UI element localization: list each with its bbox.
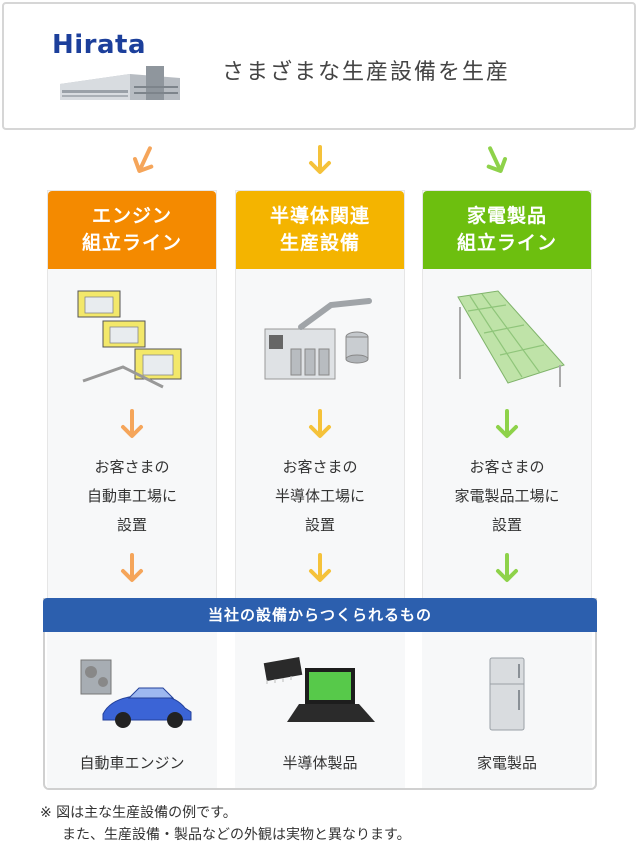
laptop-chip-icon bbox=[263, 657, 375, 722]
column-appliance-line: 家電製品 組立ライン お客さまの 家電製品工場に 設置 bbox=[422, 190, 592, 610]
arrow-down-icon bbox=[309, 553, 331, 582]
column-heading: エンジン 組立ライン bbox=[48, 191, 216, 269]
description-line: お客さまの bbox=[469, 458, 545, 476]
products-heading: 当社の設備からつくられるもの bbox=[43, 598, 597, 632]
factory-building-icon bbox=[60, 66, 180, 100]
product-label: 半導体製品 bbox=[282, 754, 358, 772]
description-line: 半導体工場に bbox=[274, 487, 365, 505]
product-appliance: 家電製品 bbox=[422, 632, 592, 788]
header-title: さまざまな生産設備を生産 bbox=[222, 60, 511, 85]
heading-line: 家電製品 bbox=[466, 205, 547, 227]
column-description: お客さまの 自動車工場に 設置 bbox=[48, 453, 216, 540]
footnote-line: また、生産設備・製品などの外観は実物と異なります。 bbox=[62, 827, 411, 843]
product-label: 家電製品 bbox=[476, 754, 537, 772]
heading-line: 半導体関連 bbox=[269, 205, 370, 227]
company-logo: Hirata bbox=[52, 30, 147, 60]
description-line: 家電製品工場に bbox=[454, 487, 560, 505]
heading-line: 組立ライン bbox=[81, 232, 182, 254]
product-automobile-engine: 自動車エンジン bbox=[47, 632, 217, 788]
arrow-down-icon bbox=[309, 145, 331, 174]
description-line: 設置 bbox=[116, 516, 147, 534]
refrigerator-icon bbox=[489, 657, 525, 731]
arrow-down-icon bbox=[496, 553, 518, 582]
description-line: お客さまの bbox=[282, 458, 358, 476]
description-line: 設置 bbox=[304, 516, 335, 534]
column-description: お客さまの 家電製品工場に 設置 bbox=[423, 453, 591, 540]
heading-line: 組立ライン bbox=[456, 232, 557, 254]
arrow-down-icon bbox=[132, 146, 154, 173]
column-heading: 家電製品 組立ライン bbox=[423, 191, 591, 269]
column-heading: 半導体関連 生産設備 bbox=[236, 191, 404, 269]
footnote: ※ 図は主な生産設備の例です。 また、生産設備・製品などの外観は実物と異なります… bbox=[40, 802, 411, 846]
car-engine-icon bbox=[80, 659, 192, 728]
semiconductor-equipment-image bbox=[264, 298, 372, 380]
arrow-down-icon bbox=[486, 146, 508, 173]
column-engine-line: エンジン 組立ライン お客さまの 自動車工場に 設置 bbox=[47, 190, 217, 610]
column-semiconductor-equipment: 半導体関連 生産設備 お客さまの 半導体工場に 設置 bbox=[235, 190, 405, 610]
description-line: お客さまの bbox=[94, 458, 170, 476]
product-semiconductor: 半導体製品 bbox=[235, 632, 405, 788]
header-panel: Hirata さまざまな生産設備を生産 bbox=[2, 2, 636, 130]
engine-assembly-line-image bbox=[77, 290, 182, 389]
description-line: 設置 bbox=[491, 516, 522, 534]
appliance-assembly-line-image bbox=[457, 290, 565, 387]
arrow-down-icon bbox=[121, 409, 143, 438]
product-label: 自動車エンジン bbox=[79, 754, 185, 772]
arrow-down-icon bbox=[121, 553, 143, 582]
heading-line: 生産設備 bbox=[279, 232, 360, 254]
footnote-line: ※ 図は主な生産設備の例です。 bbox=[40, 805, 237, 821]
heading-line: エンジン bbox=[91, 205, 172, 227]
column-description: お客さまの 半導体工場に 設置 bbox=[236, 453, 404, 540]
arrow-down-icon bbox=[496, 409, 518, 438]
description-line: 自動車工場に bbox=[86, 487, 177, 505]
arrow-down-icon bbox=[309, 409, 331, 438]
